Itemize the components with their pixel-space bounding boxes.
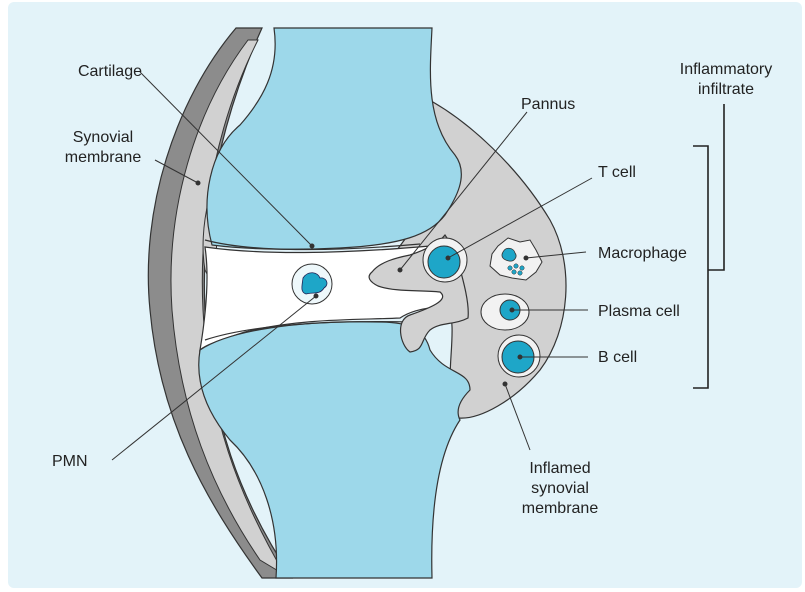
leader-dot-macrophage [524,256,528,260]
macrophage-granule [508,266,512,270]
leader-dot-inflamed [503,382,507,386]
leader-dot-cartilage [310,244,314,248]
label-synovial-line1: Synovial [48,128,158,147]
label-inflamed-line2: synovial [510,479,610,498]
macrophage-granule [518,271,522,275]
leader-dot-pannus [398,268,402,272]
macrophage-granule [514,264,518,268]
label-pannus: Pannus [521,95,575,114]
leader-dot-plasma-cell [510,308,514,312]
label-t-cell: T cell [598,163,636,182]
leader-dot-synovial [196,181,200,185]
label-inflamed-line1: Inflamed [510,459,610,478]
leader-dot-b-cell [518,355,522,359]
label-pmn: PMN [52,452,88,471]
t-cell-nucleus [428,246,460,278]
leader-dot-pmn [314,294,318,298]
macrophage-granule [512,270,516,274]
label-inflamed-line3: membrane [510,499,610,518]
macrophage-nucleus [502,248,516,261]
leader-dot-t-cell [446,256,450,260]
infiltrate-bracket [693,104,724,388]
label-infiltrate-line1: Inflammatory [656,60,796,79]
label-cartilage: Cartilage [60,62,142,81]
label-infiltrate-line2: infiltrate [656,80,796,99]
label-macrophage: Macrophage [598,244,687,263]
macrophage-granule [520,266,524,270]
label-plasma-cell: Plasma cell [598,302,680,321]
label-synovial-line2: membrane [48,148,158,167]
label-b-cell: B cell [598,348,637,367]
leader-inflamed [505,384,530,450]
